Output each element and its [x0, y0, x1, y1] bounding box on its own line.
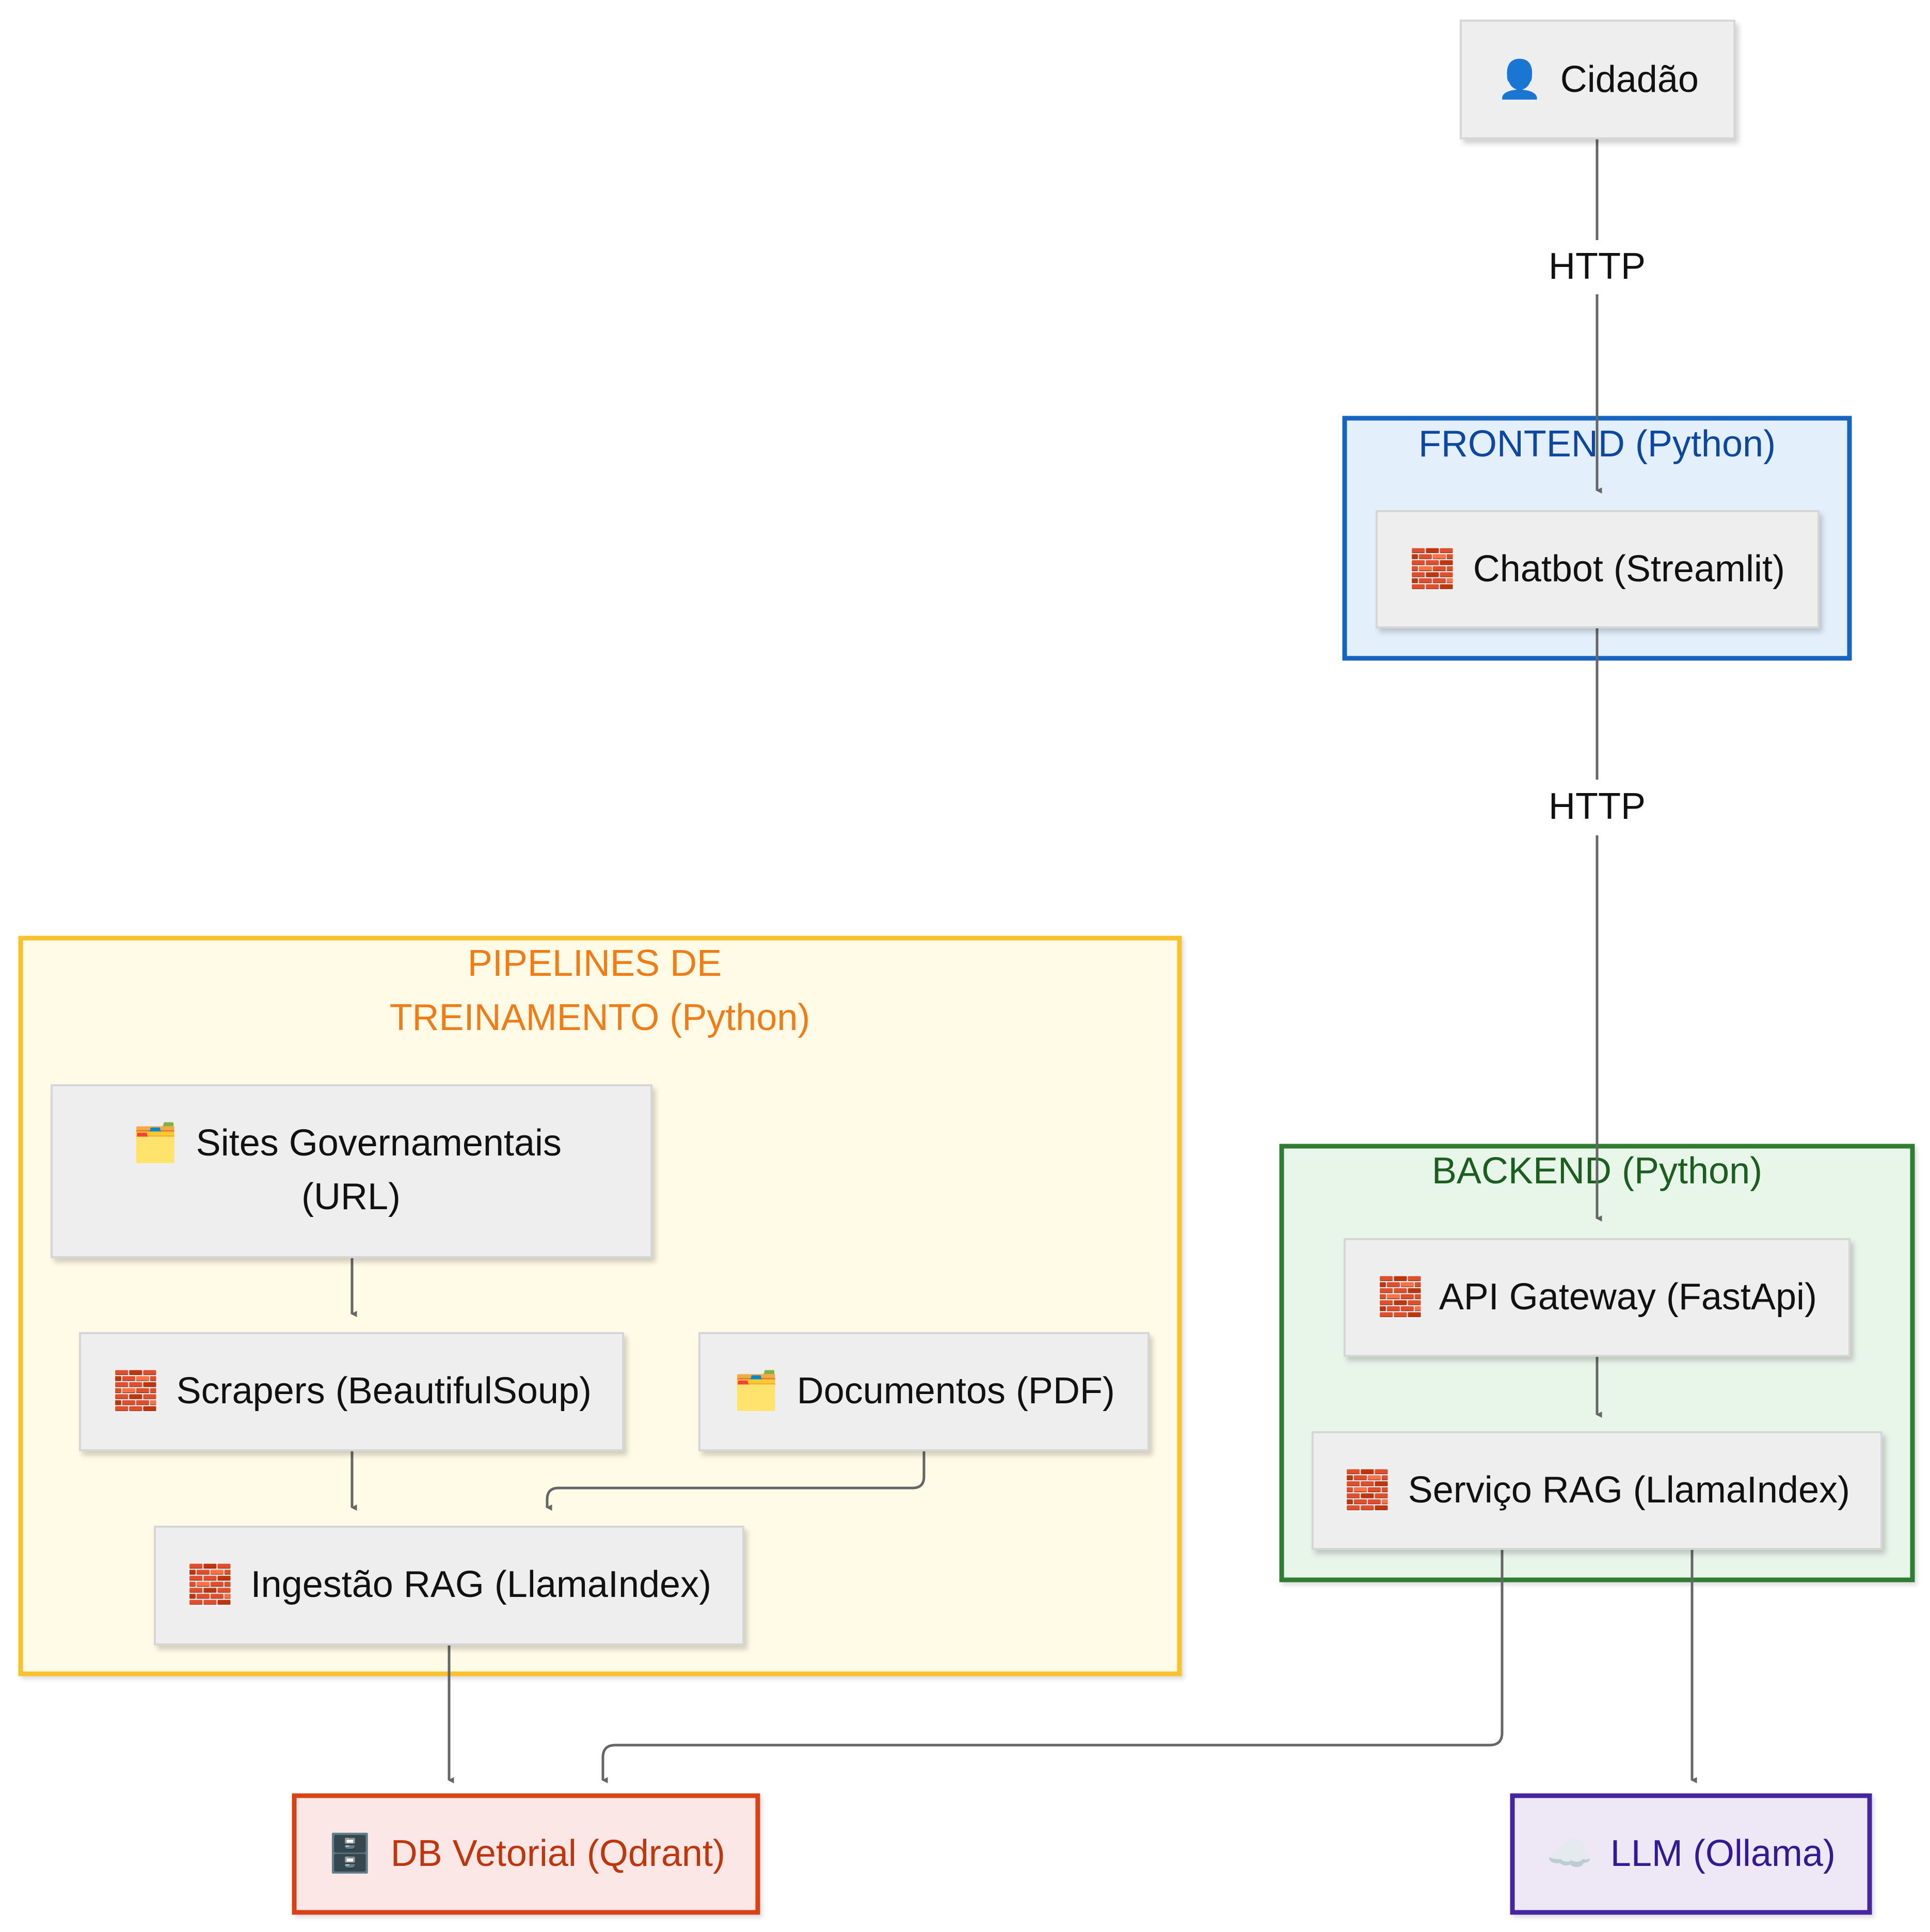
- node-llm[interactable]: ☁️ LLM (Ollama): [1510, 1793, 1872, 1915]
- node-cidadao-label-row: 👤 Cidadão: [1496, 57, 1699, 101]
- brick-icon: 🧱: [1377, 1275, 1424, 1318]
- node-api-gateway-label: API Gateway (FastApi): [1439, 1276, 1817, 1318]
- node-api-gateway[interactable]: 🧱 API Gateway (FastApi): [1344, 1238, 1851, 1357]
- brick-icon: 🧱: [113, 1369, 159, 1412]
- node-cidadao-label: Cidadão: [1560, 59, 1699, 100]
- node-api-gateway-box: [1344, 1238, 1851, 1357]
- node-chatbot-box: [1376, 510, 1820, 628]
- node-sites-label-line1: Sites Governamentais: [196, 1122, 562, 1164]
- node-scrapers-box: [79, 1332, 624, 1451]
- node-ingestao-label-row: 🧱 Ingestão RAG (LlamaIndex): [187, 1562, 711, 1606]
- pipelines-group-title-line2: TREINAMENTO (Python): [390, 997, 810, 1038]
- node-documentos-box: [698, 1332, 1150, 1451]
- node-llm-box: [1510, 1793, 1872, 1915]
- folder-icon: 🗂️: [733, 1369, 779, 1412]
- node-api-gateway-label-row: 🧱 API Gateway (FastApi): [1377, 1275, 1817, 1318]
- node-db-vetorial-box: [292, 1793, 760, 1915]
- node-ingestao-label: Ingestão RAG (LlamaIndex): [251, 1564, 711, 1605]
- node-db-vetorial-label-row: 🗄️ DB Vetorial (Qdrant): [327, 1831, 725, 1875]
- brick-icon: 🧱: [1344, 1468, 1391, 1511]
- node-servico-rag-label-row: 🧱 Serviço RAG (LlamaIndex): [1344, 1468, 1850, 1511]
- node-scrapers-label: Scrapers (BeautifulSoup): [177, 1370, 592, 1412]
- edge-documentos-ingestao: [546, 1450, 926, 1511]
- node-db-vetorial-label: DB Vetorial (Qdrant): [391, 1833, 725, 1874]
- node-documentos-label: Documentos (PDF): [797, 1370, 1115, 1412]
- node-llm-label-row: ☁️ LLM (Ollama): [1546, 1831, 1836, 1875]
- node-servico-rag-label: Serviço RAG (LlamaIndex): [1408, 1469, 1850, 1511]
- node-scrapers[interactable]: 🧱 Scrapers (BeautifulSoup): [79, 1332, 624, 1451]
- brick-icon: 🧱: [187, 1562, 233, 1606]
- node-chatbot-label-row: 🧱 Chatbot (Streamlit): [1409, 547, 1785, 590]
- edge-label-http-2: HTTP: [1549, 786, 1646, 827]
- node-cidadao[interactable]: 👤 Cidadão: [1460, 20, 1735, 139]
- node-sites-box: [51, 1084, 652, 1258]
- edge-servico-db: [601, 1549, 1504, 1783]
- folder-icon: 🗂️: [132, 1121, 179, 1164]
- node-ingestao[interactable]: 🧱 Ingestão RAG (LlamaIndex): [154, 1526, 744, 1645]
- node-documentos-label-row: 🗂️ Documentos (PDF): [733, 1369, 1115, 1412]
- node-servico-rag-box: [1312, 1431, 1883, 1550]
- pipelines-group-title-line1: PIPELINES DE: [468, 943, 722, 984]
- node-cidadao-box: [1460, 20, 1735, 139]
- person-icon: 👤: [1496, 57, 1543, 101]
- node-scrapers-label-row: 🧱 Scrapers (BeautifulSoup): [113, 1369, 592, 1412]
- node-llm-label: LLM (Ollama): [1610, 1833, 1836, 1874]
- edges: HTTP HTTP: [350, 138, 1697, 1783]
- node-sites[interactable]: 🗂️ Sites Governamentais (URL): [51, 1084, 652, 1258]
- node-documentos[interactable]: 🗂️ Documentos (PDF): [698, 1332, 1150, 1451]
- node-sites-label-row1: 🗂️ Sites Governamentais: [132, 1121, 562, 1164]
- edge-label-http-1: HTTP: [1549, 246, 1646, 287]
- node-servico-rag[interactable]: 🧱 Serviço RAG (LlamaIndex): [1312, 1431, 1883, 1550]
- node-ingestao-box: [154, 1526, 744, 1645]
- node-sites-label-line2: (URL): [301, 1176, 401, 1217]
- brick-icon: 🧱: [1409, 547, 1456, 590]
- node-db-vetorial[interactable]: 🗄️ DB Vetorial (Qdrant): [292, 1793, 760, 1915]
- node-chatbot[interactable]: 🧱 Chatbot (Streamlit): [1376, 510, 1820, 628]
- database-icon: 🗄️: [327, 1831, 373, 1875]
- node-chatbot-label: Chatbot (Streamlit): [1473, 548, 1785, 590]
- cloud-icon: ☁️: [1546, 1831, 1593, 1875]
